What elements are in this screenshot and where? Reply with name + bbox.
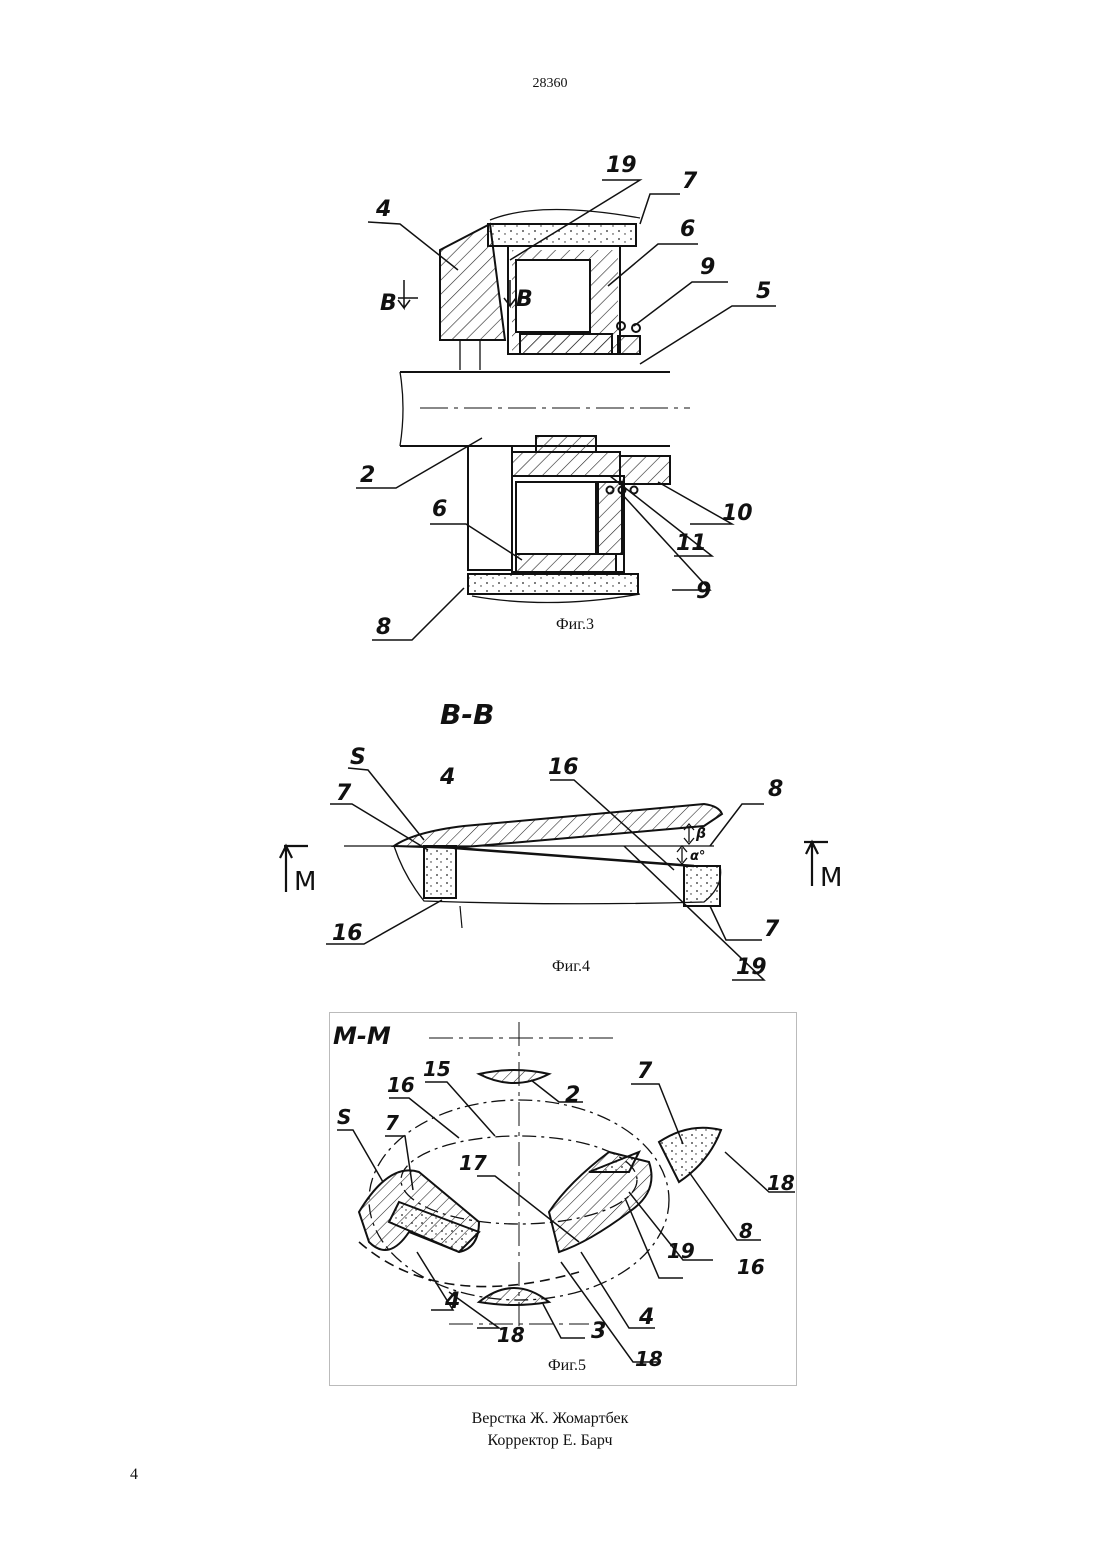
- fig3-label-6-bottom: 6: [432, 497, 447, 522]
- fig5-label-16-right: 16: [737, 1255, 765, 1279]
- fig5-label-8: 8: [739, 1219, 753, 1243]
- credits-block: Верстка Ж. Жомартбек Корректор Е. Барч: [0, 1408, 1100, 1452]
- fig4-label-beta: β: [695, 826, 706, 842]
- fig3-label-2: 2: [360, 463, 375, 488]
- fig3-label-6-top: 6: [680, 217, 695, 242]
- fig3-label-B-left: B: [380, 291, 397, 316]
- fig3-label-19: 19: [606, 153, 637, 178]
- fig4-label-19: 19: [736, 955, 767, 980]
- figure-4-drawing: B-B S 4 16 8 7 β α° M M 16 7 19: [264, 696, 864, 988]
- fig5-label-S: S: [337, 1105, 351, 1129]
- fig3-label-10: 10: [722, 501, 753, 526]
- fig4-label-16-top: 16: [548, 755, 579, 780]
- fig4-label-S: S: [350, 745, 366, 770]
- fig5-section-title: M-M: [333, 1022, 391, 1050]
- figure-4-caption: Фиг.4: [552, 958, 590, 976]
- fig3-label-7: 7: [682, 169, 698, 194]
- fig5-label-17: 17: [459, 1151, 487, 1175]
- figure-5-drawing: M-M 16 15 2 7 S 7 17 18 8 19 16 4 4 18 3…: [329, 1012, 797, 1386]
- fig3-label-9-bottom: 9: [696, 579, 711, 604]
- fig4-label-4: 4: [439, 765, 455, 790]
- corrector-credit: Корректор Е. Барч: [0, 1430, 1100, 1452]
- fig3-label-8: 8: [376, 615, 391, 640]
- fig5-label-4-right: 4: [638, 1305, 654, 1330]
- fig3-label-5: 5: [756, 279, 771, 304]
- fig5-label-2: 2: [565, 1083, 580, 1108]
- doc-number: 28360: [0, 76, 1100, 92]
- page-number: 4: [130, 1466, 138, 1484]
- figure-3-drawing: 4 19 7 6 9 5 B B 2 6 10 11 9 8: [340, 140, 800, 650]
- fig4-label-8: 8: [768, 777, 783, 802]
- fig5-label-18-lower: 18: [635, 1347, 663, 1371]
- fig5-label-18-right: 18: [767, 1171, 795, 1195]
- fig4-label-M-left: M: [294, 867, 316, 897]
- fig3-label-4: 4: [375, 197, 391, 222]
- fig4-label-7-right: 7: [764, 917, 780, 942]
- figure-5-caption: Фиг.5: [548, 1357, 586, 1375]
- fig4-section-title: B-B: [440, 698, 494, 731]
- fig4-label-M-right: M: [820, 863, 842, 893]
- fig4-label-alpha: α°: [690, 849, 705, 864]
- fig5-label-19: 19: [667, 1239, 695, 1263]
- fig5-label-7-right: 7: [637, 1059, 653, 1084]
- fig5-label-15: 15: [423, 1057, 451, 1081]
- fig5-label-4-left: 4: [444, 1289, 460, 1314]
- fig5-label-7-left: 7: [385, 1111, 399, 1135]
- figure-3-caption: Фиг.3: [556, 616, 594, 634]
- fig4-label-7-left: 7: [336, 781, 352, 806]
- fig5-label-16-top: 16: [387, 1073, 415, 1097]
- layout-credit: Верстка Ж. Жомартбек: [0, 1408, 1100, 1430]
- fig5-label-3: 3: [591, 1319, 606, 1344]
- fig3-label-B-inner: B: [516, 287, 533, 312]
- fig3-label-9-top: 9: [700, 255, 715, 280]
- fig5-label-18-bottom: 18: [497, 1323, 525, 1347]
- fig4-label-16-bottom: 16: [332, 921, 363, 946]
- fig3-label-11: 11: [676, 531, 707, 556]
